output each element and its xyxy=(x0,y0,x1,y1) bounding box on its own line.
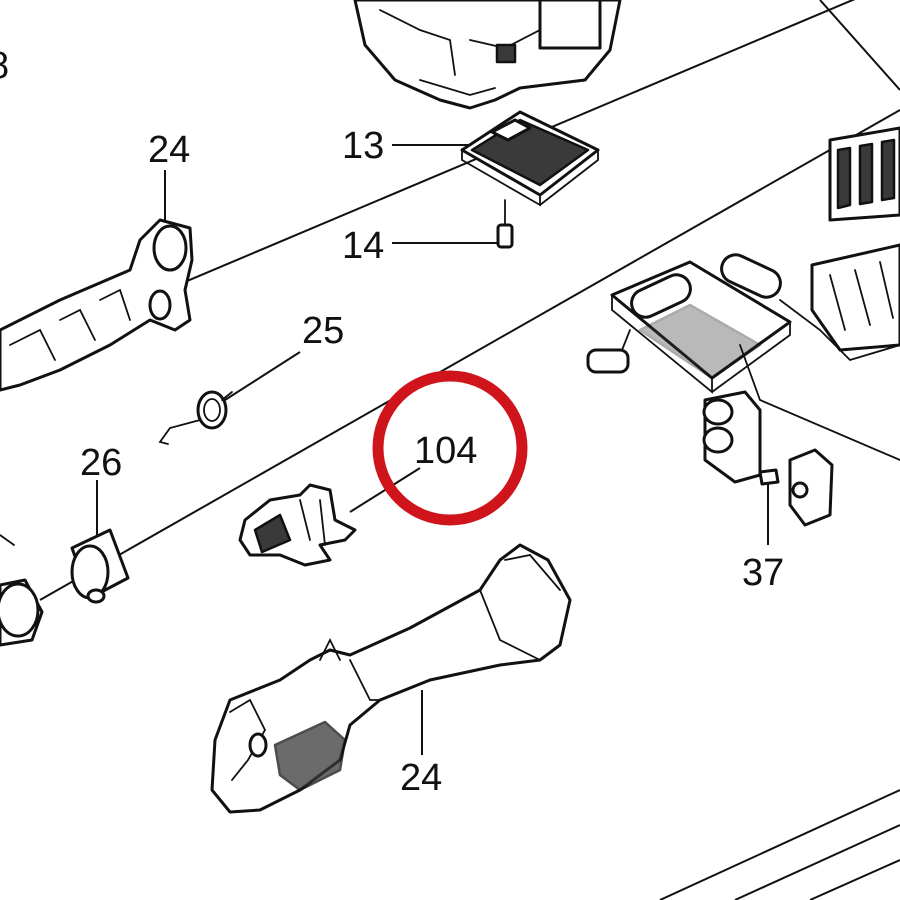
part-13-label: 13 xyxy=(342,125,384,167)
part-37-screw xyxy=(758,448,834,527)
part-25-leader xyxy=(224,351,301,401)
part-24-bottom-label: 24 xyxy=(400,757,442,799)
part-104-switch xyxy=(238,483,357,567)
capacitor-pack-part xyxy=(702,390,762,484)
part-13-plate xyxy=(460,110,600,207)
part-25-spring xyxy=(158,390,233,445)
part-104-label: 104 xyxy=(414,430,477,472)
part-14-label: 14 xyxy=(342,225,384,267)
part-25-label: 25 xyxy=(302,310,344,352)
part-37-label: 37 xyxy=(742,552,784,594)
part-edge-label: 8 xyxy=(0,45,9,87)
terminal-block-part xyxy=(810,126,900,352)
part-26-label: 26 xyxy=(80,442,122,484)
part-14-screw xyxy=(496,199,514,249)
part-104-highlight-ring xyxy=(372,370,528,526)
part-24-handle xyxy=(210,543,572,814)
part-26-ring xyxy=(70,528,130,604)
part-24-top-label: 24 xyxy=(148,129,190,171)
top-housing-part xyxy=(353,0,622,110)
part-24-frame xyxy=(0,218,194,392)
left-collar-part xyxy=(0,534,44,647)
